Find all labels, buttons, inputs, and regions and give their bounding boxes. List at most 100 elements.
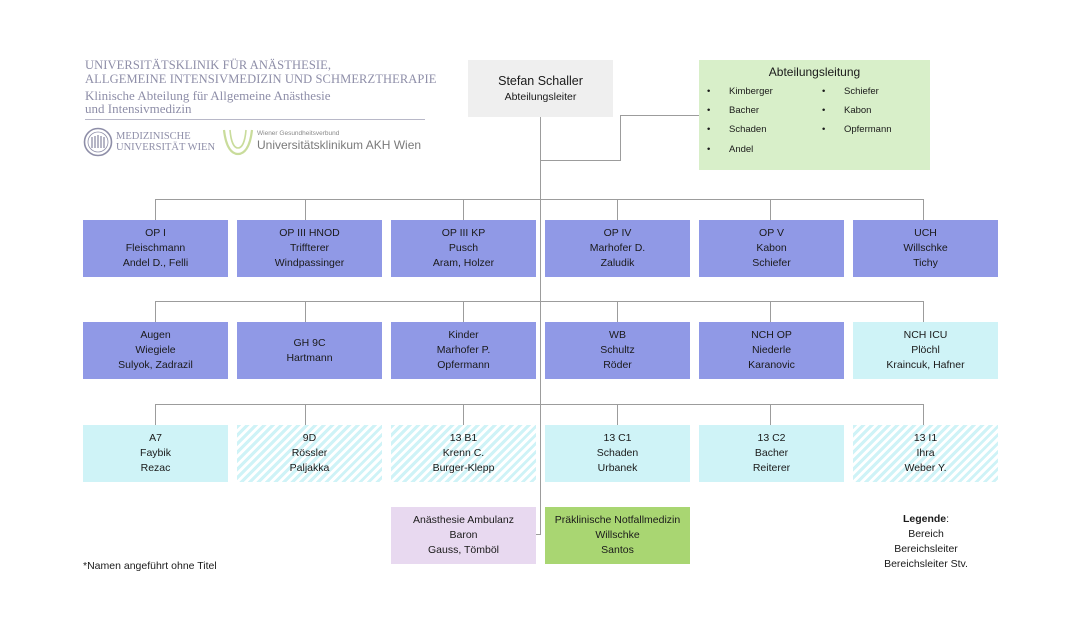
- unit-deputy: Zaludik: [600, 257, 635, 269]
- drop-line: [770, 301, 771, 322]
- leadership-member: Bacher: [707, 105, 759, 117]
- unit-deputy: Karanovic: [748, 359, 795, 371]
- drop-line: [155, 301, 156, 322]
- drop-line: [463, 199, 464, 220]
- header-line-1: UNIVERSITÄTSKLINIK FÜR ANÄSTHESIE,: [85, 58, 332, 72]
- unit-deputy: Kraincuk, Hafner: [886, 359, 965, 371]
- unit-deputy: Weber Y.: [904, 462, 947, 474]
- drop-line: [463, 404, 464, 425]
- meduni-seal-icon: [83, 127, 113, 157]
- unit-area: Augen: [140, 329, 171, 341]
- drop-line: [617, 404, 618, 425]
- unit-lead: Pusch: [448, 242, 479, 254]
- unit-deputy: Paljakka: [289, 462, 330, 474]
- unit-lead: Wiegiele: [135, 344, 176, 356]
- drop-line: [463, 301, 464, 322]
- unit-gh-9c: GH 9C Hartmann: [237, 322, 382, 379]
- meduni-line-2: UNIVERSITÄT WIEN: [116, 142, 216, 153]
- unit-13-c1: 13 C1 Schaden Urbanek: [545, 425, 690, 482]
- unit-area: Kinder: [448, 329, 479, 341]
- unit-lead: Kabon: [756, 242, 787, 254]
- leadership-title: Abteilungsleitung: [768, 65, 861, 79]
- unit-lead: Faybik: [140, 447, 171, 459]
- head-role: Abteilungsleiter: [504, 91, 577, 103]
- leadership-connector-v: [620, 115, 621, 161]
- unit-lead: Willschke: [903, 242, 948, 254]
- drop-line: [923, 301, 924, 322]
- unit-augen: Augen Wiegiele Sulyok, Zadrazil: [83, 322, 228, 379]
- unit-lead: Willschke: [595, 529, 640, 541]
- legend-title: Legende: [902, 513, 947, 525]
- unit-lead: Krenn C.: [442, 447, 485, 459]
- unit-area: NCH OP: [751, 329, 792, 341]
- leadership-member: Andel: [707, 144, 754, 156]
- leadership-member: Schiefer: [822, 86, 879, 98]
- unit-lead: Marhofer P.: [436, 344, 491, 356]
- leadership-member: Kimberger: [707, 86, 773, 98]
- unit-lead: Marhofer D.: [589, 242, 646, 254]
- unit-lead: Rössler: [291, 447, 328, 459]
- unit-9d: 9D Rössler Paljakka: [237, 425, 382, 482]
- footnote: *Namen angeführt ohne Titel: [83, 560, 217, 572]
- unit-area: 13 B1: [449, 432, 478, 444]
- leadership-box: Abteilungsleitung Kimberger Bacher Schad…: [699, 60, 930, 170]
- leadership-member: Opfermann: [822, 124, 891, 136]
- head-name: Stefan Schaller: [498, 74, 583, 88]
- unit-area: OP III KP: [441, 227, 486, 239]
- unit-deputy: Sulyok, Zadrazil: [118, 359, 193, 371]
- unit-lead: Plöchl: [911, 344, 940, 356]
- header-divider: [85, 119, 425, 120]
- unit-nch-op: NCH OP Niederle Karanovic: [699, 322, 844, 379]
- unit-lead: Niederle: [751, 344, 792, 356]
- unit-lead: Ihra: [916, 447, 935, 459]
- row4-connector: [535, 534, 541, 535]
- unit-deputy: Tichy: [913, 257, 938, 269]
- unit-area: WB: [609, 329, 626, 341]
- unit-lead: Bacher: [754, 447, 789, 459]
- unit-area: 9D: [302, 432, 317, 444]
- leadership-connector-h: [540, 160, 620, 161]
- unit-deputy: Burger-Klepp: [432, 462, 495, 474]
- legend-item-lead: Bereichsleiter: [894, 543, 958, 555]
- unit-area: Präklinische Notfallmedizin: [554, 514, 681, 526]
- unit-13-i1: 13 I1 Ihra Weber Y.: [853, 425, 998, 482]
- legend: Legende: Bereich Bereichsleiter Bereichs…: [866, 512, 986, 572]
- drop-line: [617, 199, 618, 220]
- unit-area: OP IV: [603, 227, 632, 239]
- leadership-connector-top: [620, 115, 699, 116]
- leadership-member: Schaden: [707, 124, 766, 136]
- unit-deputy: Andel D., Felli: [122, 257, 189, 269]
- unit-deputy: Gauss, Tömböl: [427, 544, 499, 556]
- legend-item-deputy: Bereichsleiter Stv.: [884, 558, 968, 570]
- unit-lead: Hartmann: [286, 351, 333, 364]
- unit-op-iii-kp: OP III KP Pusch Aram, Holzer: [391, 220, 536, 277]
- legend-colon: :: [946, 513, 950, 525]
- main-trunk-line: [540, 117, 541, 535]
- unit-deputy: Windpassinger: [274, 257, 345, 269]
- drop-line: [305, 404, 306, 425]
- akh-small-text: Wiener Gesundheitsverbund: [257, 130, 340, 137]
- header-line-4: und Intensivmedizin: [85, 101, 192, 116]
- unit-area: 13 C2: [757, 432, 786, 444]
- unit-lead: Fleischmann: [125, 242, 186, 254]
- unit-deputy: Reiterer: [752, 462, 791, 474]
- unit-deputy: Opfermann: [437, 359, 490, 371]
- meduni-logo-text: MEDIZINISCHE UNIVERSITÄT WIEN: [116, 131, 215, 153]
- drop-line: [305, 301, 306, 322]
- drop-line: [923, 404, 924, 425]
- row3-bus-line: [155, 404, 924, 405]
- unit-13-b1: 13 B1 Krenn C. Burger-Klepp: [391, 425, 536, 482]
- unit-area: 13 C1: [603, 432, 632, 444]
- drop-line: [155, 404, 156, 425]
- drop-line: [617, 301, 618, 322]
- unit-lead: Schultz: [600, 344, 635, 356]
- head-box: Stefan Schaller Abteilungsleiter: [468, 60, 613, 117]
- unit-kinder: Kinder Marhofer P. Opfermann: [391, 322, 536, 379]
- unit-deputy: Santos: [601, 544, 634, 556]
- unit-13-c2: 13 C2 Bacher Reiterer: [699, 425, 844, 482]
- unit-area: GH 9C: [293, 336, 326, 349]
- unit-deputy: Rezac: [140, 462, 171, 474]
- unit-op-iv: OP IV Marhofer D. Zaludik: [545, 220, 690, 277]
- unit-deputy: Schiefer: [752, 257, 791, 269]
- unit-a7: A7 Faybik Rezac: [83, 425, 228, 482]
